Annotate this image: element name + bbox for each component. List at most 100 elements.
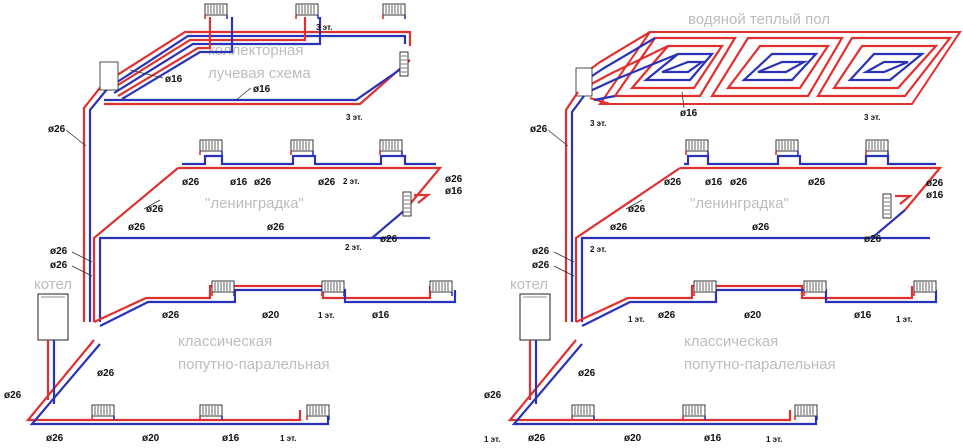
right-label-mid-16: ø16 (705, 177, 723, 188)
right-bottom-caption-line-2: попутно-паралельная (684, 356, 836, 373)
left-bottom-caption-line-2: попутно-паралельная (178, 356, 330, 373)
right-bottom-radiator-1 (571, 404, 595, 421)
right-label-classic-20: ø20 (744, 310, 762, 321)
left-label-classic-26: ø26 (162, 310, 180, 321)
right-floor-3b: 3 эт. (864, 113, 880, 122)
left-floor-1a: 1 эт. (318, 311, 334, 320)
right-label-bottom-16: ø16 (704, 433, 722, 444)
left-collector-radiator-2 (295, 3, 319, 20)
right-label-riser-top: ø26 (530, 124, 548, 135)
left-label-mid-26-back2: ø26 (267, 222, 285, 233)
left-mid-radiator-1 (199, 139, 223, 156)
left-bottom-caption-line-1: классическая (178, 333, 272, 350)
right-underfloor-loops (575, 31, 962, 106)
right-top-caption: водяной теплый пол (688, 11, 830, 28)
right-label-mid-26-back2: ø26 (752, 222, 770, 233)
right-label-riser-26b: ø26 (532, 260, 550, 271)
left-mid-caption: "ленинградка" (205, 195, 304, 212)
left-bottom-radiator-2 (199, 404, 223, 421)
left-label-classic-16: ø16 (372, 310, 390, 321)
right-floor-1c: 1 эт. (484, 435, 500, 444)
right-floor-3a: 3 эт. (590, 119, 606, 128)
left-top-caption-line-2: лучевая схема (208, 65, 311, 82)
left-label-bottom-26-left: ø26 (4, 390, 22, 401)
left-floor-2b: 2 эт. (345, 243, 361, 252)
right-bottom-caption-line-1: классическая (684, 333, 778, 350)
right-label-mid-26c: ø26 (808, 177, 826, 188)
left-label-mid-26a: ø26 (182, 177, 200, 188)
left-label-mid-26-br: ø26 (380, 234, 398, 245)
left-label-riser-top: ø26 (48, 124, 66, 135)
right-floor-1d: 1 эт. (766, 435, 782, 444)
right-label-mid-26-br: ø26 (864, 234, 882, 245)
left-collector-radiator-1 (204, 3, 228, 20)
right-label-riser-26a: ø26 (532, 246, 550, 257)
right-label-mid-26a: ø26 (664, 177, 682, 188)
right-label-bottom-26-left: ø26 (484, 390, 502, 401)
left-label-riser-26b: ø26 (50, 260, 68, 271)
left-label-mid-26-back: ø26 (128, 222, 146, 233)
left-collector-floor (99, 3, 412, 106)
left-floor-2: 2 эт. (343, 177, 359, 186)
right-label-bottom-20: ø20 (624, 433, 642, 444)
left-collector-radiator-3 (382, 3, 406, 20)
right-label-classic-26: ø26 (658, 310, 676, 321)
right-label-classic-16: ø16 (854, 310, 872, 321)
right-mid-radiator-4 (882, 193, 892, 219)
right-bottom-radiator-2 (682, 404, 706, 421)
left-label-collector-16a: ø16 (165, 74, 183, 85)
left-leningradka-floor (178, 139, 443, 239)
right-boiler (519, 293, 551, 341)
right-label-mid-26-right: ø26 (926, 178, 944, 189)
right-label-classic-diag: ø26 (578, 368, 596, 379)
right-mid-caption: "ленинградка" (690, 195, 789, 212)
left-floor-3b: 3 эт. (346, 113, 362, 122)
left-bottom-radiator-3 (306, 404, 330, 421)
right-mid-radiator-2 (775, 139, 799, 156)
left-label-mid-26c: ø26 (318, 177, 336, 188)
right-floor-1b: 1 эт. (896, 315, 912, 324)
left-classic-radiator-2 (321, 280, 345, 297)
right-underfloor-collector (575, 67, 593, 97)
right-mid-radiator-1 (685, 139, 709, 156)
right-label-mid-26b: ø26 (730, 177, 748, 188)
left-boiler-label: котел (34, 276, 72, 293)
left-collector-radiator-4 (399, 51, 409, 77)
left-mid-radiator-2 (290, 139, 314, 156)
right-bottom-radiator-3 (794, 404, 818, 421)
right-classic-radiator-2 (803, 280, 827, 297)
left-label-mid-26b: ø26 (254, 177, 272, 188)
left-classic-floor (25, 280, 457, 426)
left-label-mid-26-diag: ø26 (146, 204, 164, 215)
right-classic-radiator-3 (913, 280, 937, 297)
left-label-collector-16b: ø16 (253, 84, 271, 95)
right-label-floor-16: ø16 (680, 108, 698, 119)
right-scheme: водяной теплый пол "ленинградка" классич… (484, 11, 962, 444)
left-label-mid-26-right: ø26 (445, 174, 463, 185)
right-label-bottom-26: ø26 (528, 433, 546, 444)
left-label-bottom-20: ø20 (142, 433, 160, 444)
left-scheme: коллекторная лучевая схема "ленинградка"… (4, 3, 463, 444)
right-floor-2: 2 эт. (590, 245, 606, 254)
right-classic-radiator-1 (693, 280, 717, 297)
left-mid-radiator-4 (402, 191, 412, 217)
left-collector-box (99, 61, 119, 91)
left-floor-3a: 3 эт. (316, 23, 332, 32)
left-label-mid-16: ø16 (230, 177, 248, 188)
right-mid-radiator-3 (865, 139, 889, 156)
right-leningradka-floor (680, 139, 943, 239)
left-label-classic-20: ø20 (262, 310, 280, 321)
left-boiler (37, 293, 69, 341)
left-classic-radiator-3 (429, 280, 453, 297)
right-floor-1a: 1 эт. (628, 315, 644, 324)
left-mid-radiator-3 (379, 139, 403, 156)
left-floor-1b: 1 эт. (280, 434, 296, 443)
left-bottom-radiator-1 (91, 404, 115, 421)
left-classic-radiator-1 (211, 280, 235, 297)
right-label-mid-26-back: ø26 (610, 222, 628, 233)
right-label-mid-16-right: ø16 (926, 190, 944, 201)
right-label-mid-26-diag: ø26 (628, 204, 646, 215)
left-label-bottom-26: ø26 (46, 433, 64, 444)
right-classic-floor (507, 280, 938, 426)
